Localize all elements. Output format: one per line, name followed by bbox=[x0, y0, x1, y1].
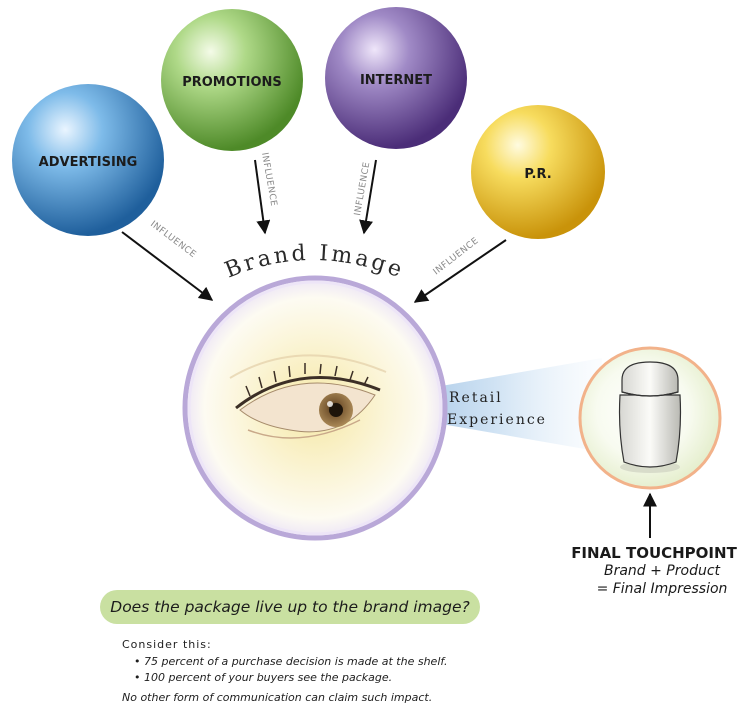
advertising-arrow bbox=[122, 232, 212, 300]
jar-icon bbox=[620, 362, 681, 473]
advertising-label: ADVERTISING bbox=[39, 155, 138, 170]
consider-section: Consider this: 75 percent of a purchase … bbox=[122, 638, 642, 704]
question-banner: Does the package live up to the brand im… bbox=[100, 590, 480, 624]
consider-bullet: 75 percent of a purchase decision is mad… bbox=[144, 655, 642, 668]
influence-label-pr: INFLUENCE bbox=[432, 236, 481, 278]
touchpoint-line1: Brand + Product bbox=[604, 563, 721, 579]
pr-sphere: P.R. bbox=[471, 105, 605, 239]
internet-sphere: INTERNET bbox=[325, 7, 467, 149]
pr-label: P.R. bbox=[524, 167, 551, 182]
influence-label-advertising: INFLUENCE bbox=[148, 219, 198, 260]
touchpoint-title: FINAL TOUCHPOINT bbox=[571, 544, 737, 562]
consider-title: Consider this: bbox=[122, 638, 642, 651]
influence-label-internet: INFLUENCE bbox=[353, 161, 372, 217]
question-text: Does the package live up to the brand im… bbox=[110, 598, 469, 616]
retail-label-line1: Retail bbox=[449, 390, 503, 406]
touchpoint-line2: = Final Impression bbox=[597, 581, 728, 597]
internet-label: INTERNET bbox=[360, 73, 432, 88]
consider-footer: No other form of communication can claim… bbox=[122, 691, 642, 704]
promotions-label: PROMOTIONS bbox=[182, 75, 282, 90]
consider-bullet: 100 percent of your buyers see the packa… bbox=[144, 671, 642, 684]
promotions-sphere: PROMOTIONS bbox=[161, 9, 303, 151]
consider-list: 75 percent of a purchase decision is mad… bbox=[122, 655, 642, 684]
retail-label-line2: Experience bbox=[447, 412, 547, 428]
influence-label-promotions: INFLUENCE bbox=[259, 152, 278, 208]
advertising-sphere: ADVERTISING bbox=[12, 84, 164, 236]
